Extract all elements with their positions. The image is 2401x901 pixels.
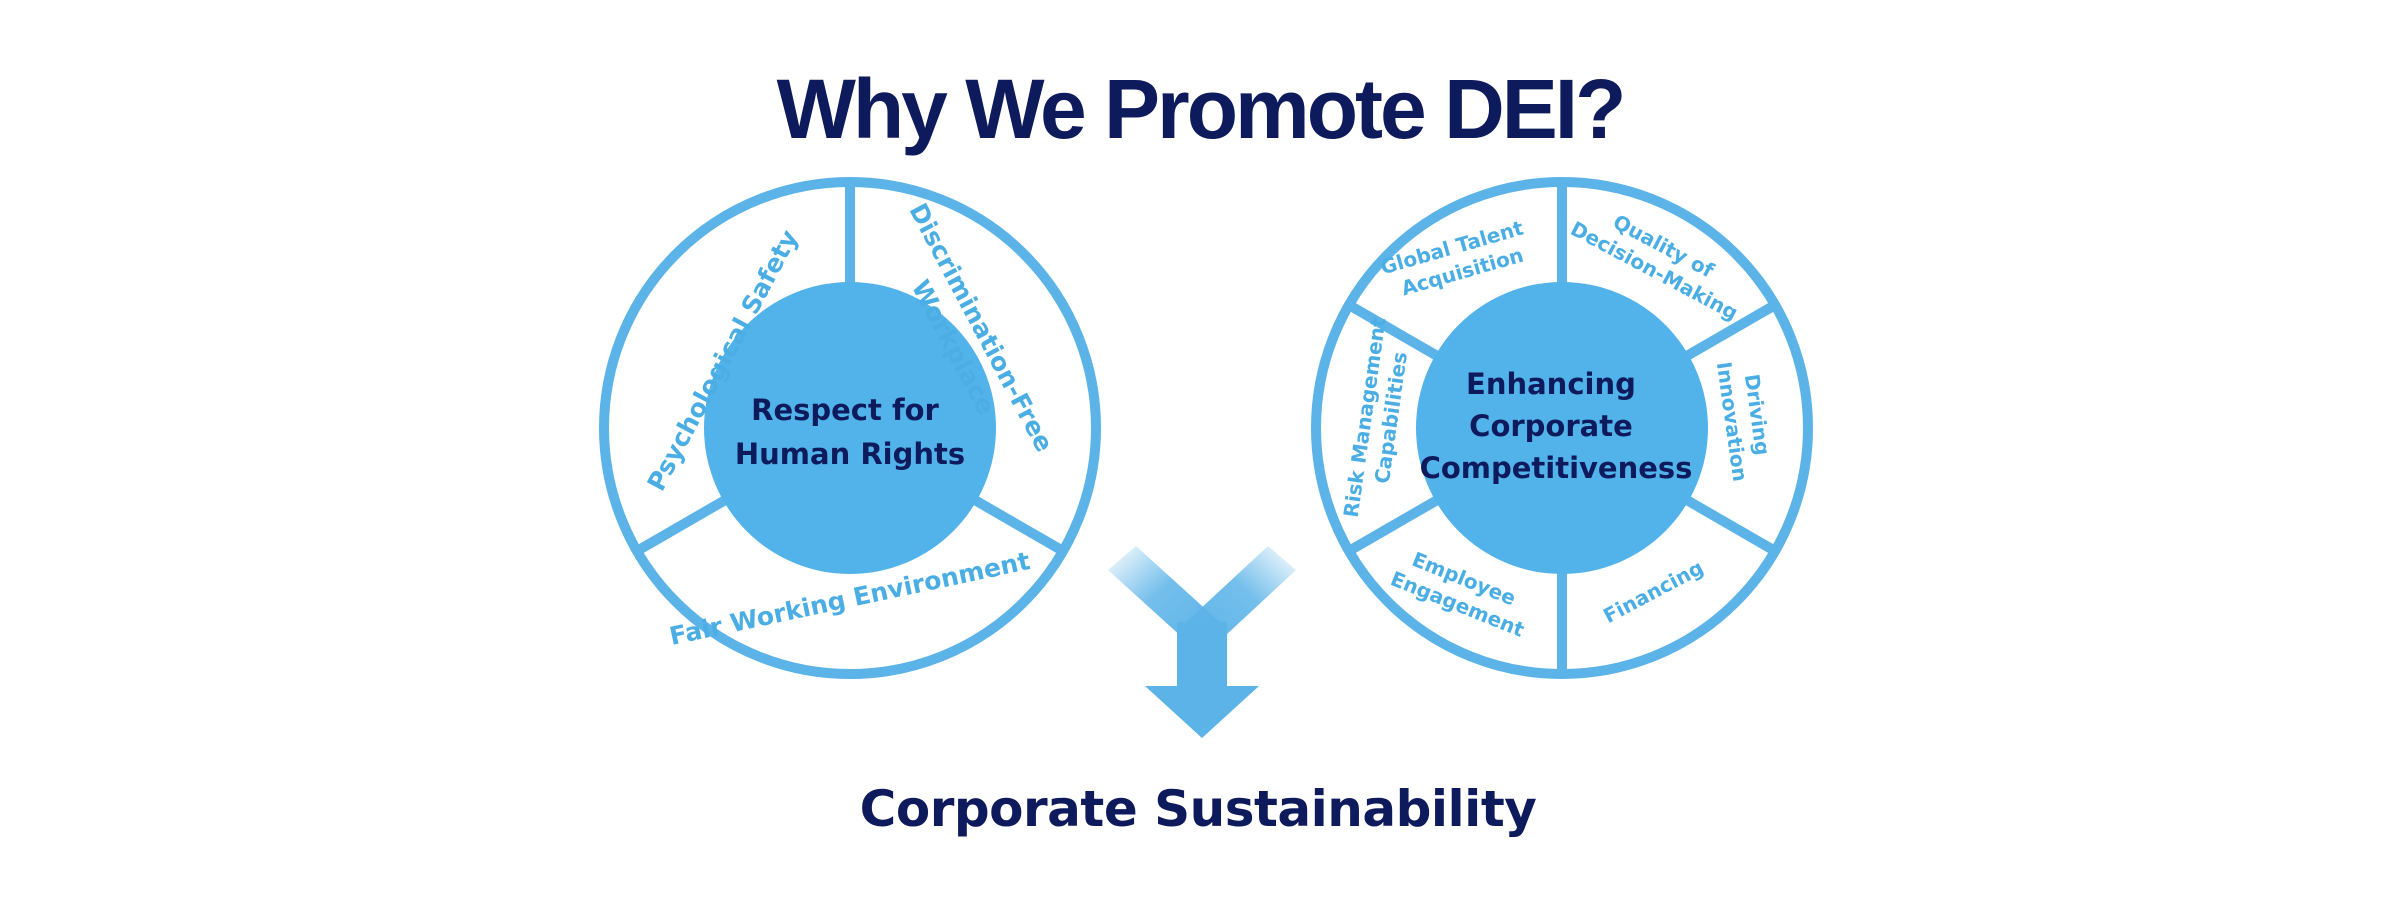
page-title: Why We Promote DEI? xyxy=(777,62,1624,156)
right-wheel-hub xyxy=(1416,282,1708,574)
left-wheel-divider xyxy=(634,494,730,556)
right-wheel-divider xyxy=(1346,494,1442,556)
bottom-label: Corporate Sustainability xyxy=(860,780,1537,838)
right-wheel-divider xyxy=(1682,494,1778,556)
svg-text:Driving Innovation: Driving Innovation xyxy=(1712,357,1778,483)
right-wheel: Enhancing Corporate Competitiveness Glob… xyxy=(1311,177,1813,679)
svg-text:Respect for Human Rights: Respect for Human Rights xyxy=(735,393,965,471)
left-wheel-divider xyxy=(970,494,1066,556)
right-wheel-divider xyxy=(1682,300,1778,362)
left-wheel-hub xyxy=(704,282,996,574)
right-wheel-center-line: Corporate xyxy=(1469,409,1633,443)
right-wheel-center-line: Competitiveness xyxy=(1420,451,1693,485)
merge-arrow-stem xyxy=(1145,622,1259,738)
left-wheel-center-line: Human Rights xyxy=(735,437,965,471)
left-wheel-center-line: Respect for xyxy=(751,393,939,427)
svg-text:Enhancing Corporate: Enhancing Corporate Competitiveness xyxy=(1420,367,1693,485)
right-wheel-divider xyxy=(1346,300,1442,362)
segment-label-financing: Financing xyxy=(1599,555,1707,628)
merge-arrow-icon xyxy=(1108,546,1296,738)
left-wheel: Respect for Human Rights Psychological S… xyxy=(599,177,1101,679)
right-wheel-center-line: Enhancing xyxy=(1466,367,1636,401)
